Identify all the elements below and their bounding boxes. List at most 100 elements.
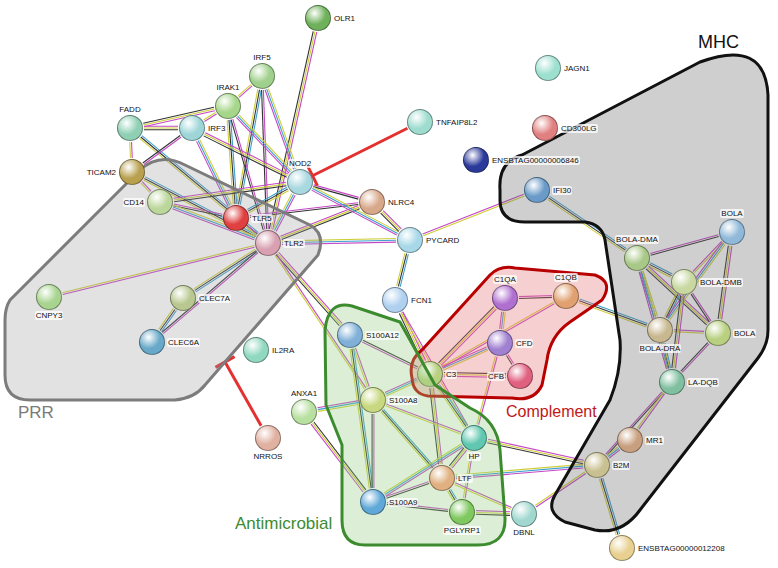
protein-label: CLEC7A [198, 294, 231, 303]
protein-label: LA-DQB [687, 378, 719, 387]
region-shape [5, 160, 321, 400]
protein-node: TICAM2 [119, 159, 145, 185]
protein-node: B2M [584, 452, 610, 478]
protein-label: MR1 [645, 436, 664, 445]
protein-node: ANXA1 [291, 399, 317, 425]
protein-node: TNFAIP8L2 [407, 109, 433, 135]
protein-label: JAGN1 [563, 64, 591, 73]
protein-node: CD14 [147, 189, 173, 215]
protein-label: IRF3 [207, 124, 226, 133]
protein-label: NLRC4 [387, 198, 415, 207]
protein-node: DBNL [511, 501, 537, 527]
protein-node: JAGN1 [535, 55, 561, 81]
protein-label: IRF5 [252, 53, 271, 62]
protein-node: IFI30 [524, 177, 550, 203]
interaction-edge [144, 126, 178, 130]
protein-label: FCN1 [410, 296, 433, 305]
interaction-strand [129, 142, 131, 158]
protein-label: CLEC6A [167, 338, 200, 347]
protein-node: ENSBTAG00000006846 [463, 147, 489, 173]
cluster-region: AntimicrobialS100A12S100A8ANXA1HPLTFS100… [228, 292, 510, 550]
interaction-strand [312, 189, 397, 234]
interaction-strand [239, 86, 252, 97]
protein-label: ENSBTAG00000006846 [491, 156, 580, 165]
protein-node: S100A8 [360, 387, 386, 413]
interaction-strand [204, 136, 287, 177]
protein-label: C1QA [493, 275, 517, 284]
protein-label: S100A12 [365, 331, 400, 340]
protein-node: IRF3 [179, 115, 205, 141]
interaction-strand [144, 126, 178, 127]
protein-node: CFB [507, 363, 533, 389]
protein-node: TLR5 [223, 205, 249, 231]
protein-label: BOLA-DRA [639, 344, 682, 353]
protein-node: BOLA-DRA [647, 317, 673, 343]
interaction-edge [381, 211, 402, 232]
inhibition-line [225, 362, 261, 426]
interaction-edge [203, 113, 216, 122]
protein-node: MR1 [617, 427, 643, 453]
protein-node: C1QB [553, 283, 579, 309]
interaction-edge [397, 253, 409, 287]
interaction-edge [130, 142, 133, 158]
protein-label: B2M [612, 461, 630, 470]
protein-node: IRAK1 [215, 93, 241, 119]
interaction-strand [397, 253, 405, 286]
protein-node: IL2RA [243, 337, 269, 363]
protein-node: S100A9 [360, 489, 386, 515]
interaction-strand [400, 254, 408, 287]
protein-label: FADD [118, 105, 141, 114]
inhibition-edge [308, 128, 408, 185]
interaction-strand [398, 254, 406, 287]
interaction-strand [313, 187, 398, 232]
interaction-strand [381, 213, 399, 231]
protein-label: CNPY3 [35, 311, 64, 320]
protein-node: NLRC4 [359, 189, 385, 215]
protein-label: DBNL [512, 528, 535, 537]
protein-label: CFD [515, 339, 533, 348]
interaction-strand [205, 134, 288, 175]
protein-node: BOLA-DMB [671, 269, 697, 295]
protein-node: CLEC7A [170, 285, 196, 311]
interaction-strand [382, 212, 400, 230]
protein-node: CLEC6A [139, 329, 165, 355]
cluster-region: PRRCD14TLR5TLR2CNPY3CLEC7ACLEC6A [0, 148, 330, 426]
interaction-strand [383, 211, 401, 229]
interaction-strand [144, 127, 178, 128]
protein-node: OLR1 [305, 5, 331, 31]
protein-label: S100A8 [388, 396, 418, 405]
protein-label: LTF [457, 474, 473, 483]
protein-label: IFI30 [552, 186, 572, 195]
protein-label: TNFAIP8L2 [435, 118, 478, 127]
protein-node: BOLA-DMA [624, 245, 650, 271]
interaction-edge [204, 133, 289, 178]
interaction-edge [265, 89, 297, 170]
protein-label: PGLYRP1 [443, 526, 481, 535]
protein-label: CD14 [123, 198, 145, 207]
protein-label: ANXA1 [290, 389, 318, 398]
protein-label: OLR1 [333, 14, 356, 23]
interaction-strand [131, 142, 133, 158]
protein-node: NOD2 [287, 169, 313, 195]
protein-label: TICAM2 [86, 168, 117, 177]
cluster-label: Complement [506, 403, 597, 421]
interaction-strand [205, 133, 288, 174]
protein-node: ENSBTAG00000012208 [609, 535, 635, 561]
protein-node: PGLYRP1 [449, 499, 475, 525]
region-shape [325, 305, 505, 545]
protein-label: PYCARD [425, 236, 460, 245]
protein-node: S100A12 [337, 322, 363, 348]
protein-node: FADD [117, 115, 143, 141]
protein-label: S100A9 [388, 498, 418, 507]
protein-node: CD300LG [532, 115, 558, 141]
protein-label: CFB [487, 372, 505, 381]
protein-label: TLR2 [283, 239, 305, 248]
protein-label: IL2RA [271, 346, 295, 355]
protein-label: TLR5 [251, 214, 273, 223]
protein-label: NRROS [253, 452, 284, 461]
interaction-strand [144, 129, 178, 130]
protein-label: BOLA-DMB [699, 278, 743, 287]
protein-label: BOLA [733, 329, 756, 338]
protein-node: BOLA [719, 219, 745, 245]
protein-label: BOLA [720, 209, 743, 218]
